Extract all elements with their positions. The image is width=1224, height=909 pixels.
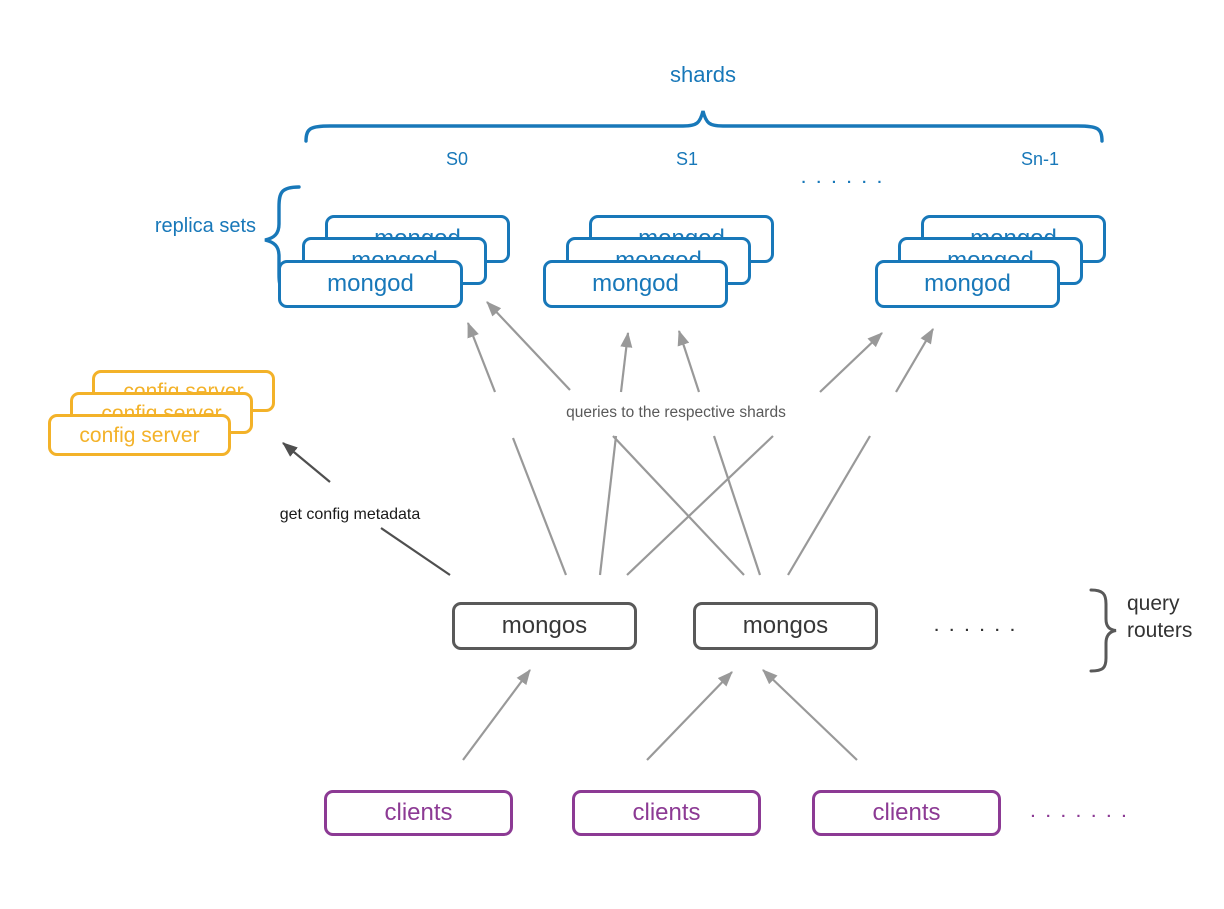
query-routers-label-line2: routers: [1127, 619, 1193, 642]
arrow-tail-mongos2-sn1: [787, 435, 871, 576]
clients-box-label: clients: [632, 799, 701, 826]
clients-box-label: clients: [872, 799, 941, 826]
arrow-tail-mongos2-s0: [612, 435, 745, 576]
mongos-box-label: mongos: [501, 612, 588, 639]
clients-box: clients: [324, 790, 513, 836]
shard-ellipsis: ......: [801, 170, 893, 187]
query-routers-label-line1: query: [1127, 592, 1180, 615]
arrow-tail-mongos1-s1: [598, 435, 618, 576]
mongos-box: mongos: [452, 602, 637, 650]
arrow-config-metadata: [282, 442, 331, 483]
config-server-box-label: config server: [79, 423, 200, 447]
shards-title: shards: [669, 62, 737, 87]
arrow-client1-to-mongos1: [462, 669, 531, 761]
clients-box-label: clients: [384, 799, 453, 826]
mongod-box: mongod: [278, 260, 463, 308]
config-server-box: config server: [48, 414, 231, 456]
arrow-client3-to-mongos2: [762, 669, 858, 761]
arrow-mongos1-to-s0: [466, 321, 497, 393]
mongod-box-label: mongod: [327, 270, 414, 297]
clients-ellipsis: .......: [1030, 804, 1138, 821]
mongod-box-label: mongod: [924, 270, 1011, 297]
arrow-mongos1-to-sn1: [819, 332, 883, 393]
mongod-box-label: mongod: [592, 270, 679, 297]
arrow-mongos2-to-s0: [486, 301, 571, 391]
mongod-box: mongod: [543, 260, 728, 308]
mongos-box-label: mongos: [742, 612, 829, 639]
queries-to-shards-label: queries to the respective shards: [566, 404, 786, 421]
arrow-mongos2-to-s1: [677, 329, 701, 393]
arrow-mongos1-to-s1: [619, 331, 633, 393]
query-routers-brace: [1089, 588, 1117, 673]
shard-label-s1: S1: [675, 149, 699, 169]
arrow-tail-config-metadata: [380, 527, 451, 576]
replica-sets-label: replica sets: [154, 215, 256, 237]
arrow-mongos2-to-sn1: [895, 328, 934, 393]
arrow-tail-mongos1-sn1: [626, 435, 774, 576]
shard-label-sn1: Sn-1: [1020, 149, 1060, 169]
clients-box: clients: [812, 790, 1001, 836]
query-router-ellipsis: ......: [934, 618, 1026, 635]
get-config-metadata-label: get config metadata: [279, 506, 421, 523]
arrow-tail-mongos1-s0: [511, 437, 568, 576]
mongos-box: mongos: [693, 602, 878, 650]
shard-label-s0: S0: [445, 149, 469, 169]
arrow-tail-mongos2-s1: [712, 435, 762, 576]
mongod-box: mongod: [875, 260, 1060, 308]
clients-box: clients: [572, 790, 761, 836]
arrow-client2-to-mongos2: [646, 671, 733, 761]
shards-brace: [304, 110, 1104, 143]
